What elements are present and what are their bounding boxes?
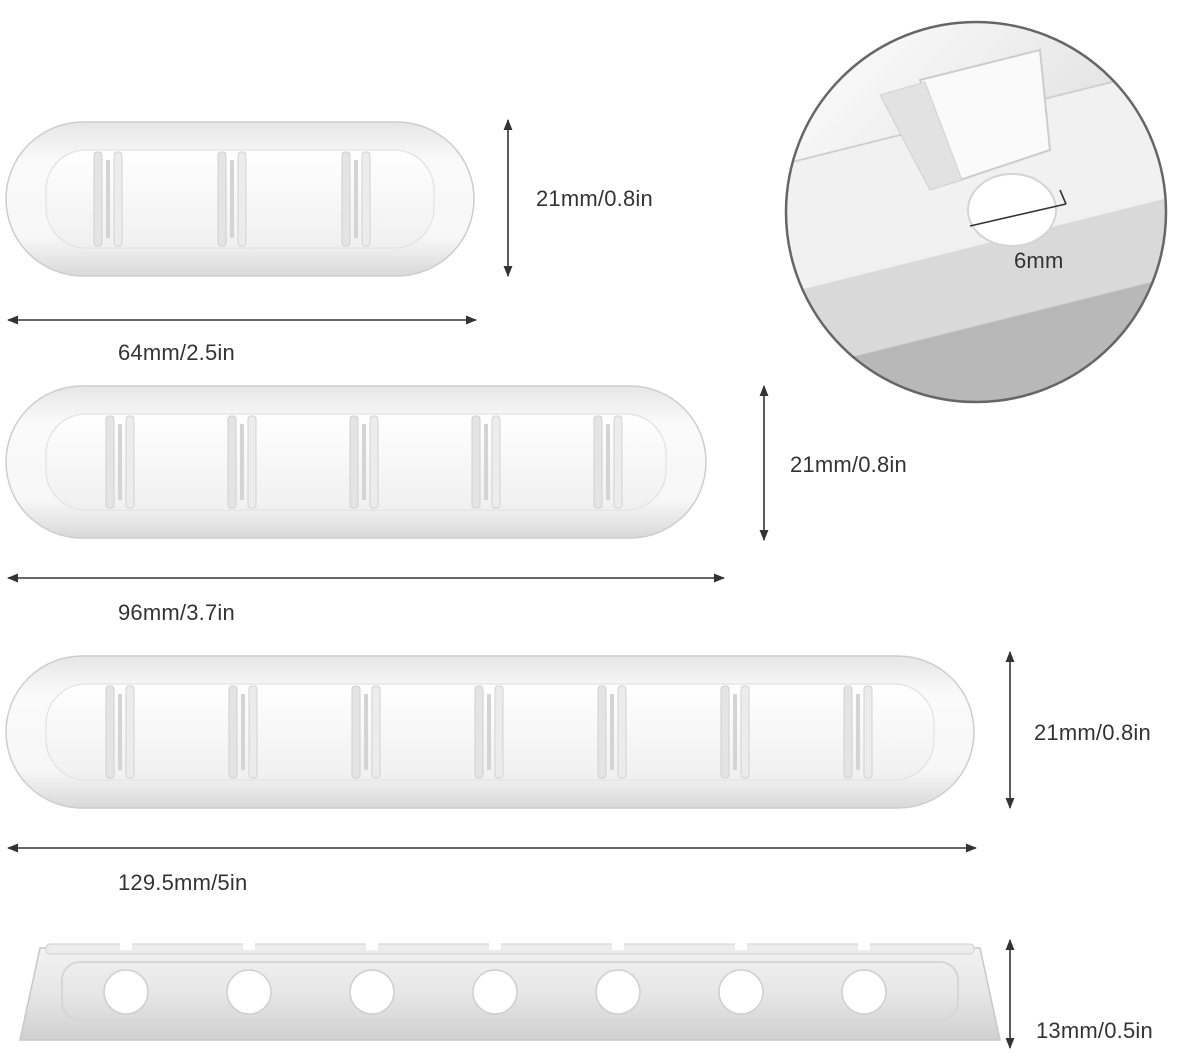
side-view-inner-channel [61,961,959,1021]
zoom-ring [784,20,1168,404]
side-view-slot-gap [612,942,624,950]
slot-divider-groove [354,160,358,238]
height-label-side: 13mm/0.5in [1036,1018,1153,1043]
slot-detail-zoom [784,20,1168,404]
slot-divider-right [863,685,873,779]
slot-divider-groove [856,694,860,770]
dimension-arrows [6,118,1015,1050]
width-label-small: 64mm/2.5in [118,340,235,365]
slot-divider-right [740,685,750,779]
slot-divider-right [248,685,258,779]
width-label-large: 129.5mm/5in [118,870,248,895]
zoom-slot-hole [967,173,1057,247]
side-view-slot-gap [120,942,132,950]
clip-medium-top-view [5,385,707,539]
slot-divider-groove [241,694,245,770]
slot-divider-right [247,415,257,509]
slot-divider-right [613,415,623,509]
slot-divider-right [491,415,501,509]
slot-divider-right [371,685,381,779]
slot-divider-right [237,151,247,247]
slot-divider-left [349,415,359,509]
side-view-hole [595,969,641,1015]
slot-divider-left [597,685,607,779]
slot-divider-left [105,415,115,509]
slot-divider-left [228,685,238,779]
slot-divider-left [593,415,603,509]
side-view-slot-gap [858,942,870,950]
side-view-slot-gap [243,942,255,950]
slot-divider-left [720,685,730,779]
slot-divider-groove [230,160,234,238]
slot-divider-left [471,415,481,509]
slot-divider-right [369,415,379,509]
slot-divider-groove [118,424,122,500]
slot-divider-right [125,685,135,779]
side-view-slot-gap [735,942,747,950]
side-view-hole [841,969,887,1015]
clip-large-top-view [5,655,975,809]
slot-divider-right [617,685,627,779]
slot-divider-groove [606,424,610,500]
side-view-top-edge [45,943,975,955]
side-view-hole [718,969,764,1015]
slot-divider-left [93,151,103,247]
width-label-medium: 96mm/3.7in [118,600,235,625]
slot-width-label: 6mm [1014,248,1064,273]
side-view-hole [103,969,149,1015]
zoom-slot-fin-shadow [879,81,963,191]
side-view-slot-gap [489,942,501,950]
clip-small-top-view [5,121,475,277]
slot-divider-left [105,685,115,779]
height-label-small: 21mm/0.8in [536,186,653,211]
slot-divider-right [125,415,135,509]
slot-divider-groove [362,424,366,500]
slot-divider-right [361,151,371,247]
slot-divider-left [474,685,484,779]
height-label-large: 21mm/0.8in [1034,720,1151,745]
zoom-slot-measure-tick [1059,189,1067,205]
slot-divider-groove [733,694,737,770]
slot-divider-left [843,685,853,779]
slot-divider-left [227,415,237,509]
slot-divider-groove [487,694,491,770]
side-view-hole [472,969,518,1015]
side-view-hole [226,969,272,1015]
zoom-slot-measure-line [969,203,1067,227]
clip-side-view [19,942,1001,1041]
slot-divider-groove [106,160,110,238]
slot-divider-left [341,151,351,247]
slot-divider-right [113,151,123,247]
side-view-slot-gap [366,942,378,950]
slot-divider-groove [610,694,614,770]
slot-divider-groove [364,694,368,770]
slot-divider-groove [118,694,122,770]
slot-divider-groove [240,424,244,500]
slot-divider-left [217,151,227,247]
slot-divider-left [351,685,361,779]
slot-divider-right [494,685,504,779]
slot-divider-groove [484,424,488,500]
height-label-medium: 21mm/0.8in [790,452,907,477]
side-view-hole [349,969,395,1015]
